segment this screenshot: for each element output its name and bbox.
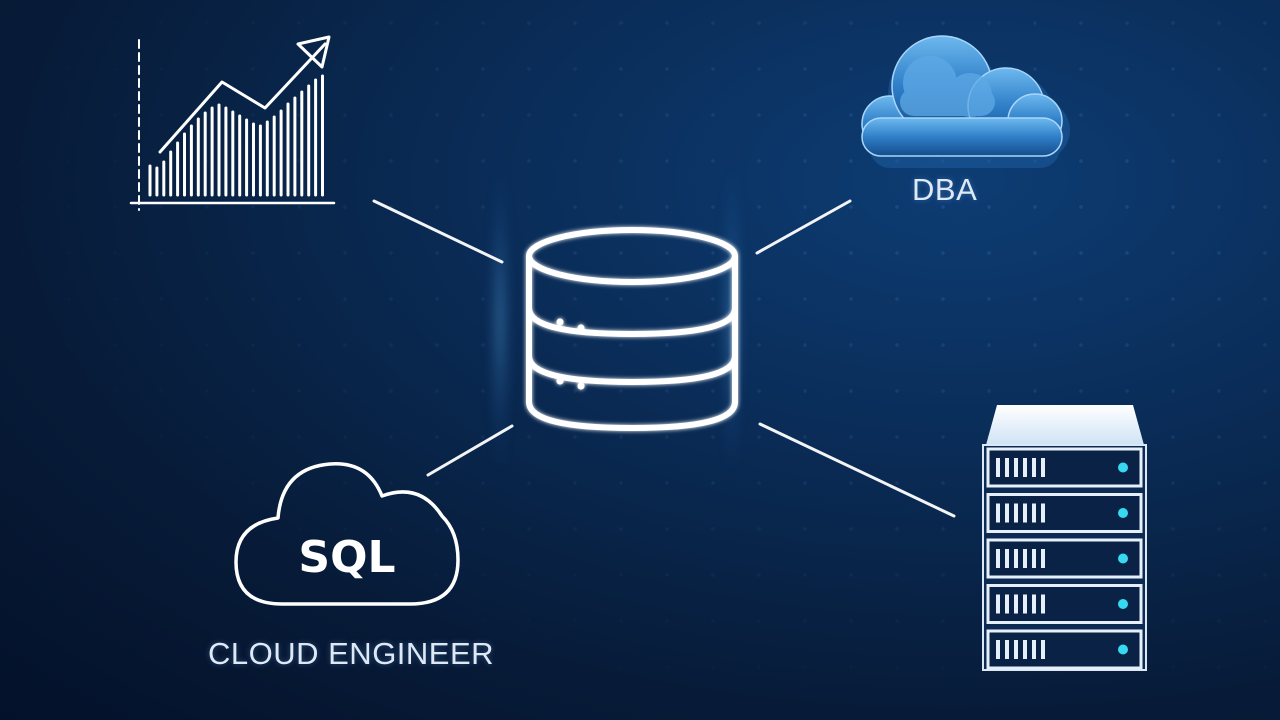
dba-label: DBA [912, 172, 978, 207]
cloud-engineer-label: CLOUD ENGINEER [208, 636, 495, 671]
status-led-icon [1118, 644, 1128, 655]
cloud-icon [861, 35, 1070, 168]
server-unit [986, 538, 1143, 579]
status-led-icon [1118, 553, 1128, 564]
vent-slot [1005, 458, 1009, 477]
vent-slot [1023, 458, 1027, 477]
server-unit [986, 493, 1143, 533]
sql-cloud-icon: SQL [234, 462, 460, 606]
database-glow-left [493, 170, 507, 470]
vent-slot [1032, 503, 1036, 523]
vent-slot [1023, 594, 1027, 614]
vent-slot [1005, 594, 1009, 614]
vent-slot [996, 458, 1000, 477]
vent-slot [996, 594, 1000, 614]
vent-slot [996, 640, 1000, 659]
database-icon [526, 227, 738, 432]
vent-slot [1014, 503, 1018, 523]
vent-slot [1005, 549, 1009, 568]
vent-slot [1032, 640, 1036, 659]
vent-slot [1014, 640, 1018, 659]
server-rack-icon [982, 405, 1147, 671]
connector-bottom-left [426, 424, 514, 477]
vent-slot [1014, 594, 1018, 614]
vent-slot [1041, 594, 1045, 614]
vent-slot [1023, 640, 1027, 659]
vent-slot [1023, 549, 1027, 568]
vent-slot [1032, 458, 1036, 477]
server-unit [986, 447, 1143, 488]
status-led-icon [1118, 462, 1128, 473]
sql-text: SQL [298, 532, 395, 583]
vent-slot [1041, 503, 1045, 523]
vent-slot [1023, 503, 1027, 523]
vent-slot [1014, 549, 1018, 568]
vent-slot [1041, 640, 1045, 659]
server-unit [986, 629, 1143, 670]
connector-bottom-right [758, 422, 956, 518]
vent-slot [1041, 458, 1045, 477]
vent-slot [1005, 640, 1009, 659]
vent-slot [996, 549, 1000, 568]
vent-slot [996, 503, 1000, 523]
vent-slot [1014, 458, 1018, 477]
vent-slot [1005, 503, 1009, 523]
server-unit [986, 584, 1143, 624]
connector-top-right [755, 199, 852, 255]
connector-top-left [372, 199, 504, 264]
growth-chart-icon [129, 35, 336, 211]
vent-slot [1032, 549, 1036, 568]
vent-slot [1041, 549, 1045, 568]
vent-slot [1032, 594, 1036, 614]
status-led-icon [1118, 508, 1128, 518]
status-led-icon [1118, 599, 1128, 609]
